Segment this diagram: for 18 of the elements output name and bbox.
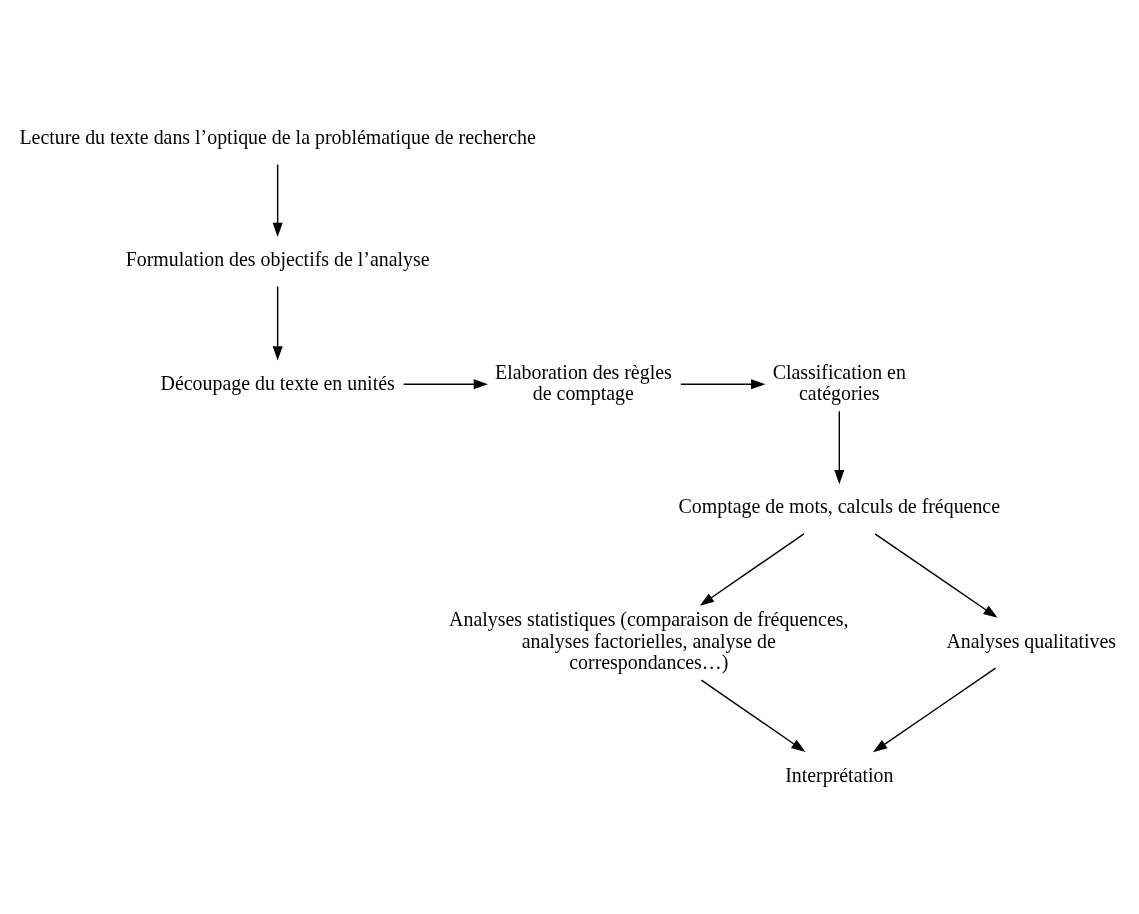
arrow	[699, 532, 805, 606]
node-text: Interprétation	[785, 763, 894, 786]
arrow	[700, 678, 806, 752]
arrow	[874, 532, 998, 618]
node-text: Elaboration des règles de comptage	[494, 360, 672, 404]
node-text: Analyses qualitatives	[946, 629, 1117, 652]
arrow	[680, 378, 766, 389]
arrow	[873, 667, 997, 752]
arrow	[834, 410, 845, 484]
arrow	[272, 285, 283, 361]
arrow	[272, 163, 283, 237]
arrow	[402, 378, 488, 389]
node-text: Lecture du texte dans l’optique de la problématique de recherche	[19, 125, 536, 148]
node-text: Classification en catégories	[772, 360, 906, 404]
node-text: Formulation des objectifs de l’analyse	[125, 247, 430, 270]
node-text: Comptage de mots, calculs de fréquence	[678, 494, 1001, 517]
node-text: Découpage du texte en unités	[160, 371, 395, 394]
node-text: Analyses statistiques (comparaison de fréquences, analyses factorielles, analyse de correspondances…)	[449, 607, 849, 673]
